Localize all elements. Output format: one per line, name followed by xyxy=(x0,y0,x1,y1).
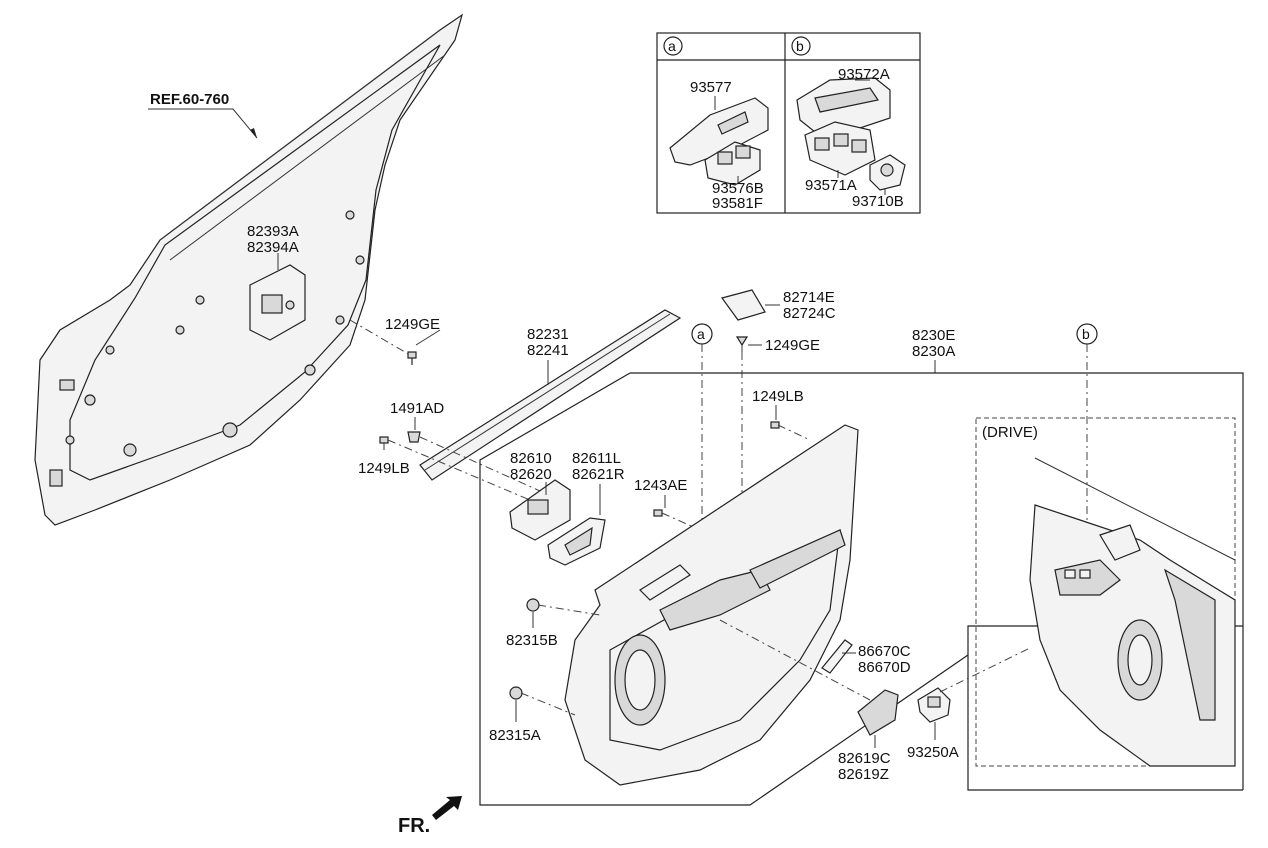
screw-icon xyxy=(735,336,749,352)
label-82621r: 82621R xyxy=(572,466,625,483)
clip-icon xyxy=(526,598,540,612)
label-8230e: 8230E xyxy=(912,327,955,344)
front-arrow-icon xyxy=(432,796,462,820)
reflector-icon xyxy=(821,639,853,674)
label-93577: 93577 xyxy=(690,79,732,96)
drive-label: (DRIVE) xyxy=(982,424,1038,441)
screw-icon xyxy=(407,351,417,365)
inset-header-a-text: a xyxy=(668,38,676,54)
door-frame xyxy=(34,13,464,526)
callout-b-text: b xyxy=(1082,326,1090,342)
switch-inset-table xyxy=(656,32,921,214)
drive-detail-box xyxy=(975,417,1236,767)
label-82620: 82620 xyxy=(510,466,552,483)
label-82394a: 82394A xyxy=(247,239,299,256)
front-direction-label: FR. xyxy=(398,815,430,837)
label-93710b: 93710B xyxy=(852,193,904,210)
inside-handle-icon xyxy=(509,479,571,541)
screw-icon xyxy=(379,436,389,450)
callout-a-text: a xyxy=(697,326,705,342)
drive-detail-trim-icon xyxy=(1029,457,1236,767)
label-82619z: 82619Z xyxy=(838,766,889,783)
label-82611l: 82611L xyxy=(572,450,621,467)
switch-icon xyxy=(917,687,951,723)
label-93581f: 93581F xyxy=(712,195,763,212)
label-82610: 82610 xyxy=(510,450,552,467)
label-8230a: 8230A xyxy=(912,343,955,360)
door-latch-icon xyxy=(249,264,306,341)
label-86670d: 86670D xyxy=(858,659,911,676)
inset-header-b-text: b xyxy=(796,38,804,54)
label-1249lb-left: 1249LB xyxy=(358,460,410,477)
label-82231: 82231 xyxy=(527,326,569,343)
screw-icon xyxy=(653,509,663,517)
label-82315a: 82315A xyxy=(489,727,541,744)
window-switch-panel-icon xyxy=(669,97,769,186)
label-82315b: 82315B xyxy=(506,632,558,649)
inset-header-a xyxy=(663,36,683,56)
label-1491ad: 1491AD xyxy=(390,400,444,417)
label-93572a: 93572A xyxy=(838,66,890,83)
door-trim-panel-icon xyxy=(564,424,859,786)
label-82714e: 82714E xyxy=(783,289,835,306)
label-86670c: 86670C xyxy=(858,643,911,660)
cover-icon xyxy=(857,689,899,736)
weatherstrip-icon xyxy=(419,309,682,481)
clip-icon xyxy=(407,431,421,443)
label-93576b: 93576B xyxy=(712,180,764,197)
clip-icon xyxy=(509,686,523,700)
label-82393a: 82393A xyxy=(247,223,299,240)
ref-label: REF.60-760 xyxy=(150,91,229,108)
screw-icon xyxy=(770,421,780,429)
pad-icon xyxy=(721,289,766,321)
label-93571a: 93571A xyxy=(805,177,857,194)
label-82619c: 82619C xyxy=(838,750,891,767)
label-1249lb-mid: 1249LB xyxy=(752,388,804,405)
master-switch-panel-icon xyxy=(796,77,906,191)
label-82724c: 82724C xyxy=(783,305,836,322)
label-1243ae: 1243AE xyxy=(634,477,687,494)
handle-bezel-icon xyxy=(547,517,606,566)
label-1249ge-mid: 1249GE xyxy=(765,337,820,354)
label-82241: 82241 xyxy=(527,342,569,359)
label-1249ge-left: 1249GE xyxy=(385,316,440,333)
label-93250a: 93250A xyxy=(907,744,959,761)
inset-header-b xyxy=(791,36,811,56)
